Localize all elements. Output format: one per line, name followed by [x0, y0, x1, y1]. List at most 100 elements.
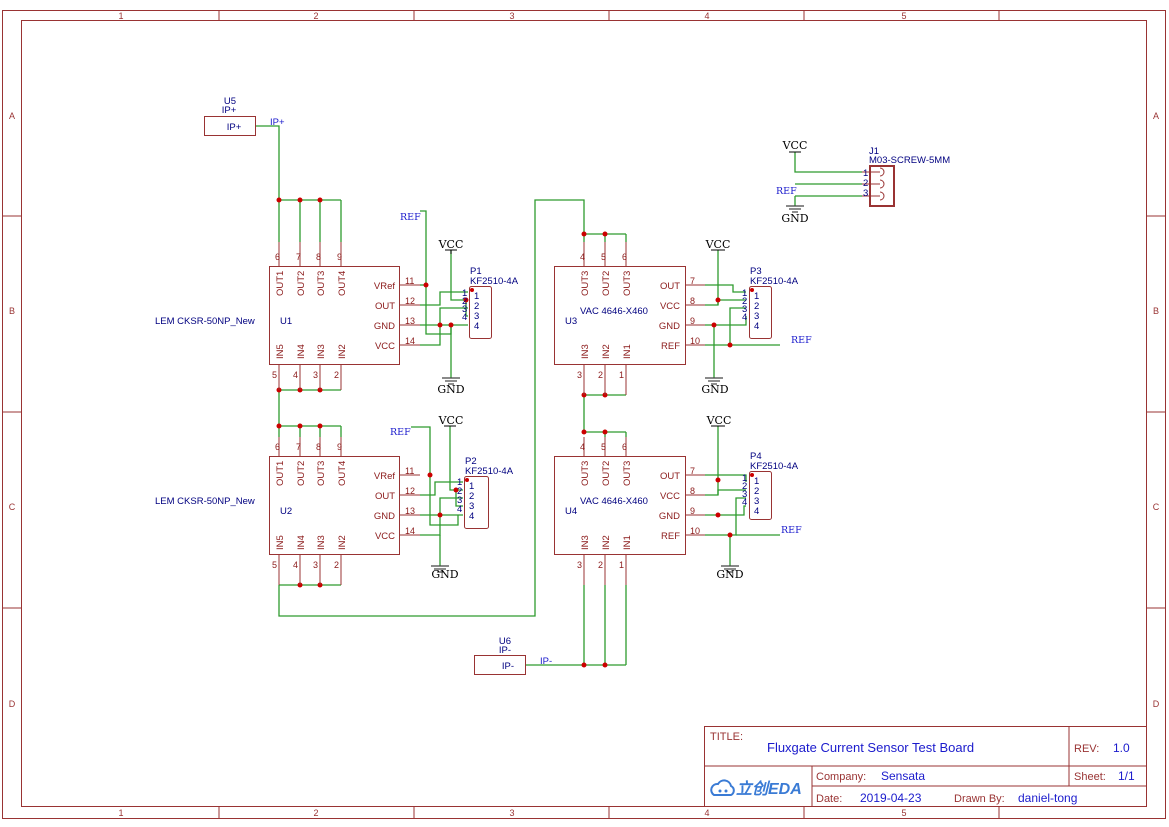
pin-name: VCC — [375, 531, 395, 542]
pin-name: OUT3 — [316, 461, 327, 486]
header-pin: 2 — [742, 481, 747, 492]
pin-number: 4 — [580, 442, 585, 452]
p4-header[interactable]: P4 KF2510-4A 1 2 3 4 1 2 3 4 — [742, 451, 799, 520]
gnd-label: GND — [431, 568, 458, 581]
pin-number: 4 — [293, 370, 298, 380]
u6-ip-minus-terminal[interactable]: U6 IP- IP- IP- — [474, 636, 553, 675]
header-pin: 4 — [742, 312, 747, 323]
u2-lem-sensor[interactable]: 6 7 8 9 OUT1 OUT2 OUT3 OUT4 IN5 IN4 IN3 … — [155, 437, 420, 585]
header-pin: 2 — [742, 296, 747, 307]
pin-name: OUT — [660, 281, 680, 292]
pin-name: OUT3 — [580, 271, 591, 296]
vcc-label: VCC — [705, 238, 731, 251]
pin-name: IN3 — [316, 344, 327, 359]
gnd-label: GND — [716, 568, 743, 581]
j1-pin: 3 — [863, 188, 868, 199]
pin-name: OUT4 — [337, 271, 348, 296]
header-pin: 2 — [754, 301, 759, 312]
u5-ip-plus-terminal[interactable]: U5 IP+ IP+ IP+ — [204, 96, 285, 136]
pin-number: 11 — [405, 466, 414, 476]
pin-number: 5 — [601, 252, 606, 262]
title-label: TITLE: — [710, 731, 743, 743]
date-label: Date: — [816, 793, 842, 805]
ref-net-label: REF — [776, 186, 797, 197]
gnd-label: GND — [701, 383, 728, 396]
rev-value: 1.0 — [1113, 741, 1130, 755]
p2-ref: P2 — [465, 456, 477, 467]
u3-vac-sensor[interactable]: 4 5 6 OUT3 OUT2 OUT3 IN3 IN2 IN1 3 2 1 O… — [554, 242, 706, 395]
vcc-label: VCC — [438, 238, 464, 251]
header-pin: 4 — [754, 321, 759, 332]
column-label: 3 — [509, 11, 514, 21]
junctions — [276, 197, 754, 668]
vcc-label: VCC — [782, 139, 808, 152]
p1-header[interactable]: P1 KF2510-4A 1 2 3 4 1 2 3 4 — [462, 266, 519, 339]
pin-name: VRef — [374, 471, 395, 482]
ip-plus-net-label: IP+ — [270, 117, 285, 128]
title-block: TITLE: Fluxgate Current Sensor Test Boar… — [704, 726, 1147, 807]
pin-number: 13 — [405, 506, 415, 516]
pin-name: IN4 — [296, 344, 307, 359]
pin-name: IN3 — [580, 344, 591, 359]
pin-name: IN1 — [622, 535, 633, 550]
u4-vac-sensor[interactable]: 4 5 6 OUT3 OUT2 OUT3 IN3 IN2 IN1 3 2 1 O… — [554, 437, 706, 585]
pin-number: 7 — [690, 466, 695, 476]
pin-name: OUT3 — [622, 271, 633, 296]
drawn-by-value: daniel-tong — [1018, 791, 1077, 805]
drawing-title: Fluxgate Current Sensor Test Board — [767, 740, 974, 755]
p1-value: KF2510-4A — [470, 276, 519, 287]
header-pin: 4 — [462, 312, 467, 323]
p3-header[interactable]: P3 KF2510-4A 1 2 3 4 1 2 3 4 — [742, 266, 799, 339]
u2-value: LEM CKSR-50NP_New — [155, 496, 255, 507]
pin-number: 7 — [690, 276, 695, 286]
pin-number: 3 — [577, 560, 582, 570]
pin-name: OUT — [660, 471, 680, 482]
j1-screw-terminal[interactable]: J1 M03-SCREW-5MM 1 2 3 — [862, 146, 950, 207]
u1-lem-sensor[interactable]: 6 7 8 9 OUT1 OUT2 OUT3 OUT4 IN5 IN4 IN3 … — [155, 242, 420, 390]
header-pin: 2 — [469, 491, 474, 502]
pin-name: OUT1 — [275, 271, 286, 296]
cloud-icon — [710, 779, 735, 796]
j1-value: M03-SCREW-5MM — [869, 155, 950, 166]
column-label: 5 — [901, 808, 906, 818]
pin-number: 6 — [275, 252, 280, 262]
ref-net-label: REF — [791, 335, 812, 346]
pin-number: 5 — [601, 442, 606, 452]
u4-ref: U4 — [565, 506, 577, 517]
pin-number: 5 — [272, 560, 277, 570]
ip-minus-net-label: IP- — [540, 656, 552, 667]
header-pin: 4 — [754, 506, 759, 517]
row-label: A — [9, 111, 15, 121]
pin-name: OUT2 — [296, 271, 307, 296]
header-pin: 1 — [754, 291, 759, 302]
pin-name: OUT2 — [601, 271, 612, 296]
header-pin: 2 — [462, 296, 467, 307]
gnd-label: GND — [781, 212, 808, 225]
header-pin: 1 — [469, 481, 474, 492]
column-label: 2 — [313, 11, 318, 21]
u3-value: VAC 4646-X460 — [580, 306, 648, 317]
header-pin: 4 — [457, 504, 462, 515]
pin-number: 4 — [293, 560, 298, 570]
pin-name: OUT3 — [580, 461, 591, 486]
pin-name: IN5 — [275, 344, 286, 359]
pin-number: 6 — [275, 442, 280, 452]
header-pin: 3 — [754, 311, 759, 322]
column-label: 4 — [704, 11, 709, 21]
p4-value: KF2510-4A — [750, 461, 799, 472]
p2-header[interactable]: P2 KF2510-4A 1 2 3 4 1 2 3 4 — [457, 456, 514, 529]
pin-number: 6 — [622, 442, 627, 452]
u3-ref: U3 — [565, 316, 577, 327]
row-label: B — [9, 306, 15, 316]
header-pin: 4 — [742, 497, 747, 508]
header-pin: 3 — [469, 501, 474, 512]
header-pin: 1 — [462, 288, 467, 299]
u6-value: IP- — [499, 645, 511, 656]
wires — [255, 125, 862, 666]
company-label: Company: — [816, 771, 866, 783]
pin-name: IN2 — [337, 535, 348, 550]
ref-net-label: REF — [781, 525, 802, 536]
header-pin: 3 — [742, 304, 747, 315]
pin-number: 9 — [690, 316, 695, 326]
row-label: C — [9, 502, 16, 512]
